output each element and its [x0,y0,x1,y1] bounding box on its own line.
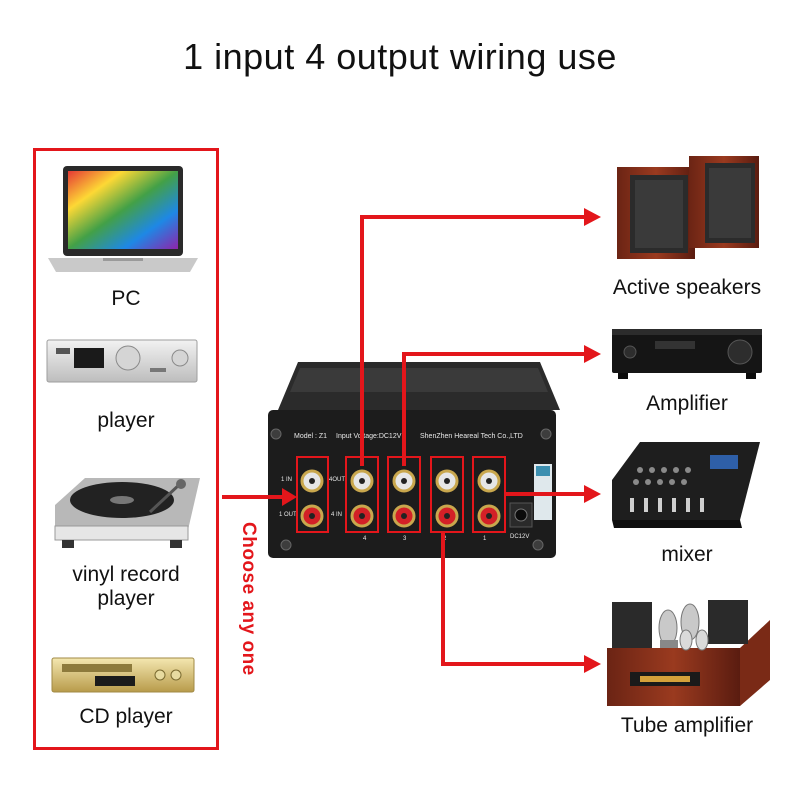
audio-splitter-device: Model : Z1 Input Voltage:DC12V ShenZhen … [268,362,560,558]
arrow-head-tube-amplifier [584,655,601,673]
active-speakers-icon [617,156,759,259]
mixer-icon [612,442,760,528]
jack-label-4in: 4 IN [331,512,342,518]
device-model-text: Model : Z1 [294,433,327,440]
port-number-3: 3 [403,536,407,542]
jack-label-4out: 4OUT [329,477,345,483]
port-number-1: 1 [483,536,487,542]
arrow-heads [282,208,601,673]
choose-any-one-note: Choose any one [238,522,259,676]
port-number-4: 4 [363,536,367,542]
input-label-cd-player: CD player [79,705,173,728]
power-label: DC12V [510,534,529,540]
input-jack-box [296,456,329,533]
page-title: 1 input 4 output wiring use [183,36,617,77]
output-label-tube-amplifier: Tube amplifier [620,714,754,737]
input-label-player: player [97,409,155,432]
output-label-amplifier: Amplifier [646,392,728,415]
jack-label-1in: 1 IN [281,477,292,483]
arrow-head-speakers [584,208,601,226]
arrow-head-mixer [584,485,601,503]
output-label-mixer: mixer [661,543,713,566]
input-sources-box [33,148,219,750]
output-jack-box-2 [430,456,464,533]
turntable-icon [54,478,200,548]
wire-to-tube-amplifier [441,532,586,666]
device-maker-text: ShenZhen Heareal Tech Co.,LTD [420,433,523,440]
wiring-lines [222,215,586,666]
arrow-head-amplifier [584,345,601,363]
cd-player-icon [51,657,195,693]
input-label-vinyl-line1: vinyl record [72,563,180,586]
output-label-active-speakers: Active speakers [612,276,762,299]
wire-to-active-speakers [360,215,586,466]
media-player-icon [46,339,198,383]
laptop-icon [48,166,198,272]
device-voltage-text: Input Voltage:DC12V [336,433,402,440]
rca-jacks [300,469,501,528]
input-label-pc: PC [111,287,141,310]
arrow-head-input [282,488,297,506]
input-label-vinyl-line2: player [97,587,155,610]
wire-to-amplifier [402,352,586,466]
amplifier-icon [612,329,762,379]
tube-amplifier-icon [607,600,770,706]
jack-label-1out: 1 OUT [279,512,297,518]
